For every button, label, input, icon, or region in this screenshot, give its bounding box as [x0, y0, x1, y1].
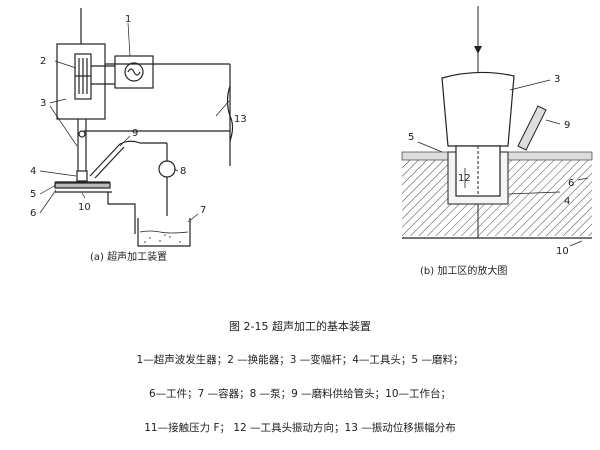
- horn-detail: [441, 71, 515, 147]
- return-pipe: [107, 192, 136, 234]
- ultrasonic-generator: [114, 55, 154, 89]
- label-10: 10: [556, 246, 569, 257]
- diagram-machining-zone: 3 5 9 12 6 4 10 (b) 加工区的放大图: [401, 6, 593, 277]
- transducer-housing: [56, 43, 106, 120]
- caption-a: (a) 超声加工装置: [90, 250, 167, 263]
- label-3: 3: [40, 98, 46, 109]
- label-8: 8: [180, 166, 186, 177]
- label-12: 12: [458, 173, 471, 184]
- feed-arrow-icon: [474, 46, 482, 54]
- generator-dial: [124, 62, 144, 82]
- amplitude-curve: [226, 85, 234, 142]
- figure-title: 图 2-15 超声加工的基本装置: [229, 320, 371, 333]
- diagram-ultrasonic-apparatus: 1 2 3 13 9 8 4 5 6 10 7 (a) 超声加工装置: [30, 8, 247, 263]
- workpiece: [54, 182, 111, 189]
- container: [137, 218, 191, 247]
- label-9: 9: [564, 120, 570, 131]
- label-5: 5: [30, 189, 36, 200]
- label-4: 4: [30, 166, 36, 177]
- legend-line-1: 1—超声波发生器；2 —换能器；3 —变幅杆；4—工具头；5 —磨料；: [136, 354, 464, 366]
- feed-tube: [89, 143, 121, 177]
- abrasive-nozzle: [517, 105, 547, 151]
- label-6: 6: [568, 178, 574, 189]
- label-1: 1: [125, 14, 131, 25]
- legend-line-3: 11—接触压力 F； 12 —工具头振动方向；13 —振动位移振幅分布: [144, 422, 456, 434]
- caption-b: (b) 加工区的放大图: [420, 264, 507, 277]
- tool-head: [76, 170, 88, 182]
- label-5: 5: [408, 132, 414, 143]
- label-7: 7: [200, 205, 206, 216]
- label-6: 6: [30, 208, 36, 219]
- pump: [158, 160, 176, 178]
- label-3: 3: [554, 74, 560, 85]
- label-2: 2: [40, 56, 46, 67]
- legend-line-2: 6—工件；7 —容器；8 —泵；9 —磨料供给管头；10—工作台；: [148, 388, 452, 400]
- label-13: 13: [234, 114, 247, 125]
- abrasive-dots: [144, 234, 181, 243]
- label-9: 9: [132, 128, 138, 139]
- label-10: 10: [78, 202, 91, 213]
- label-4: 4: [564, 196, 570, 207]
